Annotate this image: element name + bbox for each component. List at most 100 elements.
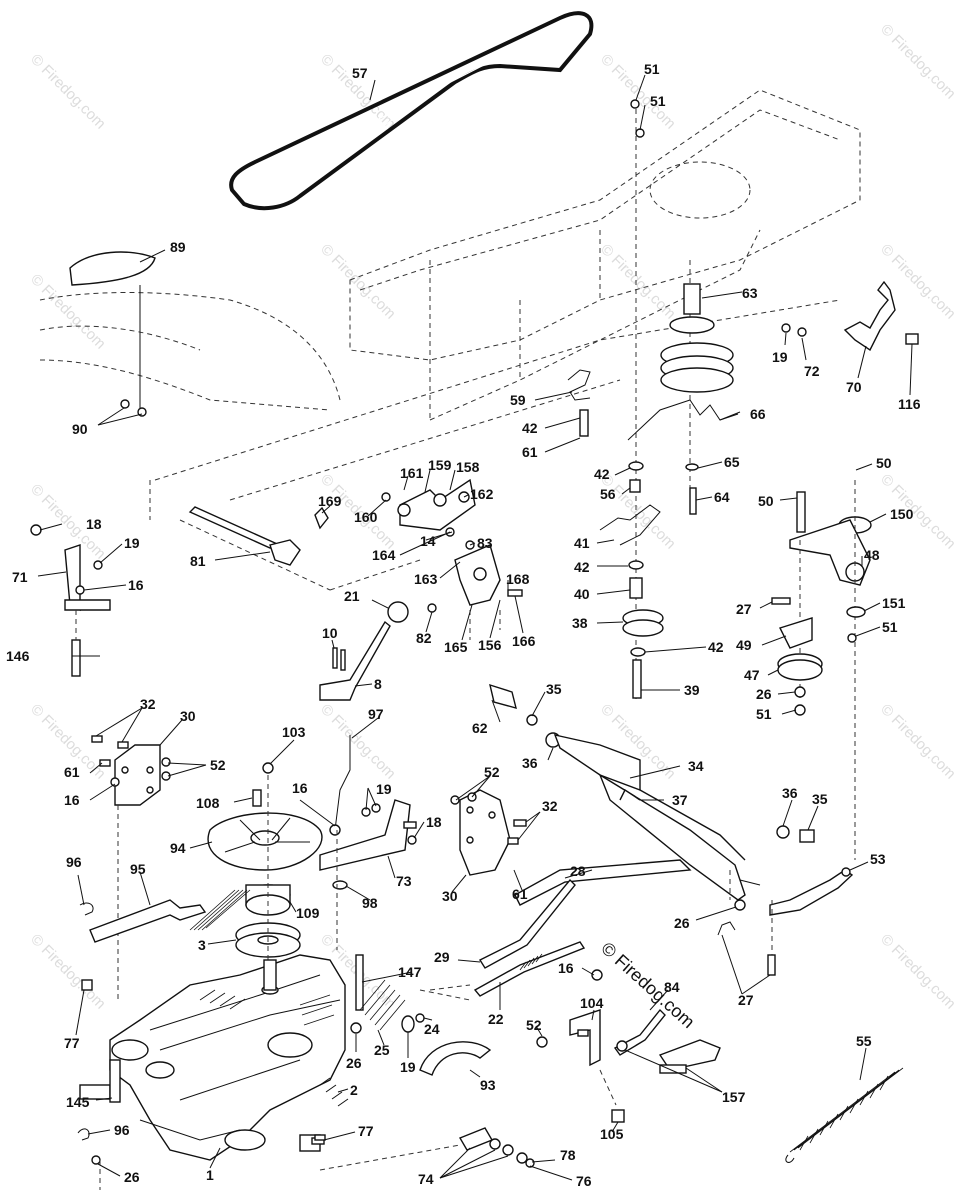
callout: 16 — [64, 792, 80, 808]
callout: 73 — [396, 873, 412, 889]
callout: 53 — [870, 851, 886, 867]
control-rod — [429, 941, 586, 997]
left-bracket — [30, 524, 111, 677]
callout: 160 — [354, 509, 378, 525]
shift-rod — [79, 889, 251, 943]
watermark: © Firedog.com — [877, 701, 959, 783]
callout: 109 — [296, 905, 320, 921]
callout: 26 — [756, 686, 772, 702]
callout: 51 — [644, 61, 660, 77]
callout: 22 — [488, 1011, 504, 1027]
callout: 49 — [736, 637, 752, 653]
callout: 151 — [882, 595, 906, 611]
callout: 19 — [376, 781, 392, 797]
callout: 164 — [372, 547, 396, 563]
left-mount-bracket — [91, 735, 171, 1000]
fasteners-center — [628, 461, 644, 493]
callout: 108 — [196, 795, 220, 811]
idler-arm-right — [771, 480, 872, 860]
fender — [39, 251, 341, 417]
callout: 78 — [560, 1147, 576, 1163]
callout: 64 — [714, 489, 730, 505]
callout: 61 — [522, 444, 538, 460]
watermark: © Firedog.com — [877, 21, 959, 103]
callout: 16 — [292, 780, 308, 796]
watermark: © Firedog.com — [27, 931, 109, 1013]
callout: 61 — [512, 886, 528, 902]
callout: 98 — [362, 895, 378, 911]
callout: 30 — [180, 708, 196, 724]
callout: 61 — [64, 764, 80, 780]
callout: 70 — [846, 379, 862, 395]
callout: 37 — [672, 792, 688, 808]
callout: 19 — [124, 535, 140, 551]
idler-stack-center — [599, 504, 664, 699]
callout: 8 — [374, 676, 382, 692]
mower-frame — [149, 89, 861, 591]
callout: 157 — [722, 1089, 746, 1105]
callout: 28 — [570, 863, 586, 879]
tension-spring — [785, 1067, 904, 1163]
watermark: © Firedog.com — [27, 51, 109, 133]
callout: 36 — [522, 755, 538, 771]
callout: 66 — [750, 406, 766, 422]
callout: 63 — [742, 285, 758, 301]
watermark: © Firedog.com — [317, 241, 399, 323]
callout: 95 — [130, 861, 146, 877]
transaxle — [79, 954, 346, 1161]
callout: 26 — [124, 1169, 140, 1185]
callout: 52 — [484, 764, 500, 780]
callout: 14 — [420, 533, 436, 549]
callout: 104 — [580, 995, 604, 1011]
callout: 2 — [350, 1082, 358, 1098]
watermark: © Firedog.com — [877, 931, 959, 1013]
callout: 36 — [782, 785, 798, 801]
callout: 16 — [558, 960, 574, 976]
callout: 39 — [684, 682, 700, 698]
callout: 169 — [318, 493, 342, 509]
callout: 147 — [398, 964, 422, 980]
lift-rod — [188, 506, 301, 566]
callout: 51 — [756, 706, 772, 722]
right-bracket-parts — [781, 280, 919, 352]
callout: 35 — [546, 681, 562, 697]
callout: 156 — [478, 637, 502, 653]
callout: 76 — [576, 1173, 592, 1189]
callout: 97 — [368, 706, 384, 722]
callout: 94 — [170, 840, 186, 856]
callout: 21 — [344, 588, 360, 604]
watermark: © Firedog.com — [317, 701, 399, 783]
callout: 3 — [198, 937, 206, 953]
center-linkage — [314, 478, 523, 640]
callout: 161 — [400, 465, 424, 481]
callout: 30 — [442, 888, 458, 904]
callout: 40 — [574, 586, 590, 602]
callout: 145 — [66, 1094, 90, 1110]
bottom-pins — [99, 1127, 535, 1190]
callout: 56 — [600, 486, 616, 502]
callout: 59 — [510, 392, 526, 408]
watermark: © Firedog.com — [317, 51, 399, 133]
callout: 32 — [140, 696, 156, 712]
callout: 41 — [574, 535, 590, 551]
callout: 166 — [512, 633, 536, 649]
callout: 18 — [86, 516, 102, 532]
callout: 74 — [418, 1171, 434, 1187]
callout: 50 — [876, 455, 892, 471]
callout: 96 — [66, 854, 82, 870]
callout: 83 — [477, 535, 493, 551]
callout: 150 — [890, 506, 914, 522]
pedal-shaft — [478, 683, 854, 976]
callout: 1 — [206, 1167, 214, 1183]
callout: 89 — [170, 239, 186, 255]
callout: 42 — [594, 466, 610, 482]
idler-pulley-assembly — [630, 99, 734, 700]
callout: 52 — [526, 1017, 542, 1033]
callout: 96 — [114, 1122, 130, 1138]
right-mount-bracket — [450, 789, 527, 876]
callout: 10 — [322, 625, 338, 641]
drive-belt — [229, 11, 594, 211]
callout: 159 — [428, 457, 452, 473]
callout: 29 — [434, 949, 450, 965]
